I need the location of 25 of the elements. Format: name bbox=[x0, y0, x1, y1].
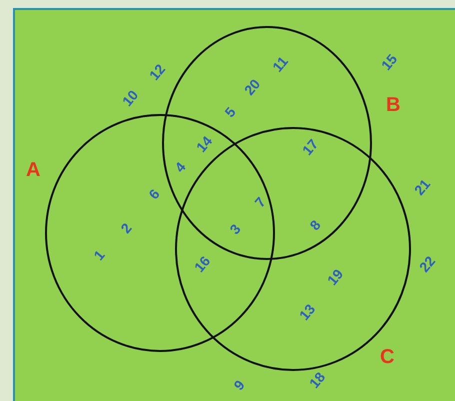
element-number: 7 bbox=[252, 194, 268, 210]
element-number: 5 bbox=[222, 104, 238, 120]
element-number: 13 bbox=[296, 302, 318, 322]
element-number: 15 bbox=[378, 52, 400, 72]
element-number: 4 bbox=[172, 160, 188, 174]
element-number: 9 bbox=[231, 378, 247, 392]
element-number: 1 bbox=[91, 248, 107, 262]
element-number: 8 bbox=[307, 218, 323, 232]
set-label: A bbox=[26, 160, 40, 180]
element-number: 18 bbox=[306, 370, 328, 390]
element-number: 2 bbox=[118, 220, 134, 236]
element-number: 19 bbox=[324, 266, 346, 288]
element-number: 20 bbox=[242, 76, 262, 98]
element-number: 17 bbox=[300, 136, 320, 158]
element-number: 12 bbox=[146, 62, 168, 82]
element-number: 16 bbox=[192, 254, 212, 274]
element-number: 21 bbox=[412, 176, 432, 198]
set-label: C bbox=[380, 347, 394, 367]
element-number: 22 bbox=[416, 254, 438, 274]
element-number: 6 bbox=[146, 186, 162, 202]
set-label: B bbox=[386, 95, 400, 115]
element-number: 10 bbox=[120, 88, 140, 108]
element-number: 11 bbox=[270, 54, 290, 74]
element-number: 3 bbox=[227, 222, 243, 236]
element-number: 14 bbox=[194, 134, 214, 154]
